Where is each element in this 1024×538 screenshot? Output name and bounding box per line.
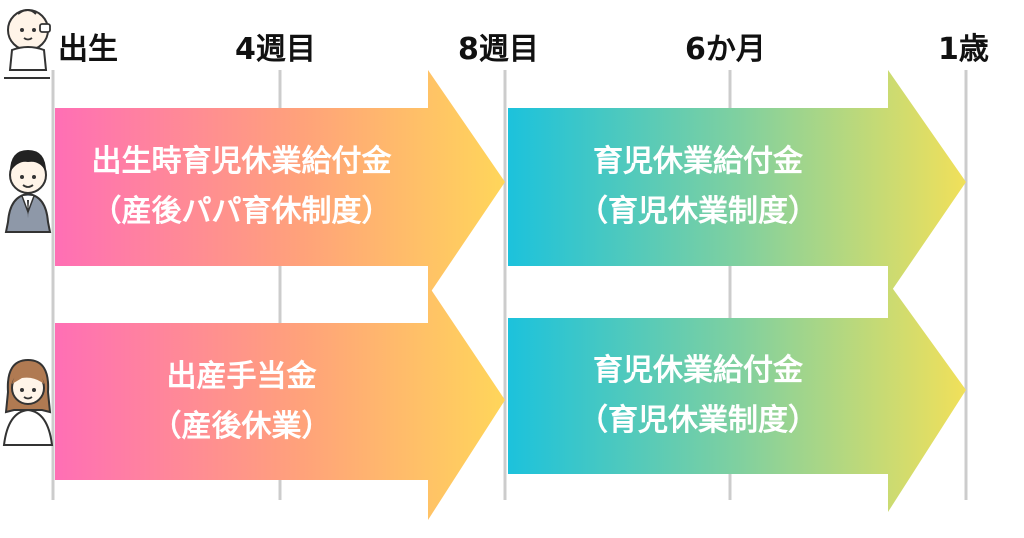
father-first-benefit-system: （産後パパ育休制度） [91,194,392,229]
baby-icon [4,9,51,79]
mother-second-benefit-name: 育児休業給付金 [593,353,803,388]
mother-first-benefit-name: 出産手当金 [166,359,317,394]
mother-first-benefit-system: （産後休業） [151,409,332,444]
arrow-father-second [508,70,966,296]
father-first-benefit-name: 出生時育児休業給付金 [91,144,392,179]
father-first-benefit-label: 出生時育児休業給付金 （産後パパ育休制度） [55,137,428,237]
arrow-mother-first [55,285,505,520]
mother-second-benefit-system: （育児休業制度） [578,403,818,438]
tick-label-birth: 出生 [58,32,118,67]
mother-first-benefit-label: 出産手当金 （産後休業） [55,352,428,452]
tick-label-8weeks: 8週目 [458,32,539,67]
father-second-benefit-name: 育児休業給付金 [593,144,803,179]
mother-second-benefit-label: 育児休業給付金 （育児休業制度） [508,346,888,446]
tick-label-4weeks: 4週目 [235,32,316,67]
father-second-benefit-system: （育児休業制度） [578,194,818,229]
father-icon [4,150,52,233]
tick-label-1year: 1歳 [938,32,989,67]
father-second-benefit-label: 育児休業給付金 （育児休業制度） [508,137,888,237]
arrow-mother-second [508,282,966,512]
arrow-father-first [55,70,505,296]
tick-label-6months: 6か月 [685,32,766,67]
mother-icon [2,358,54,446]
